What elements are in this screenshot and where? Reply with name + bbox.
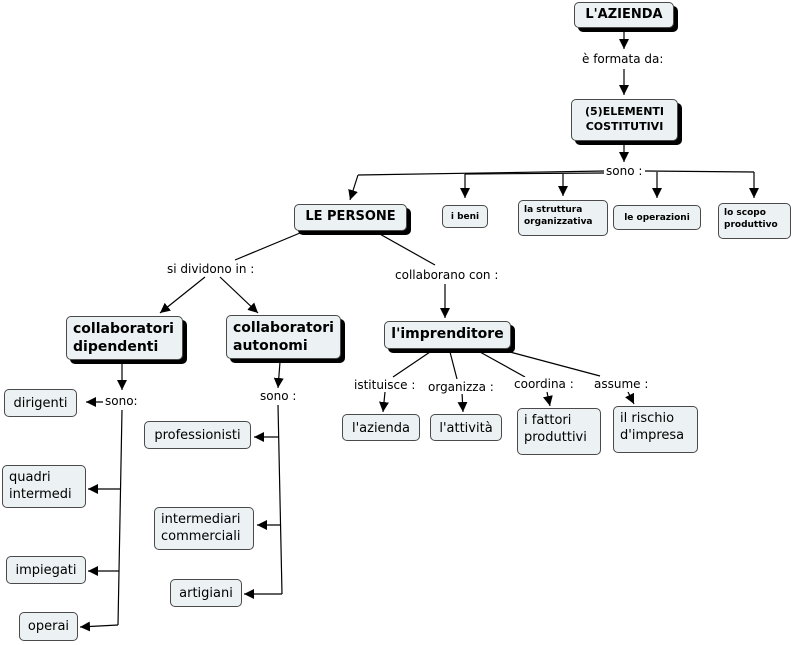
- node-collaboratori-dipendenti[interactable]: collaboratori dipendenti: [66, 316, 183, 360]
- node-i-beni[interactable]: i beni: [442, 205, 488, 228]
- dipendenti-line-1: collaboratori: [73, 321, 174, 337]
- elementi-line-1: (5)ELEMENTI: [584, 105, 664, 118]
- node-imprenditore[interactable]: l'imprenditore: [384, 321, 511, 349]
- node-fattori-produttivi[interactable]: i fattori produttivi: [517, 408, 601, 455]
- label-sono-autonomi: sono :: [258, 389, 299, 403]
- rischio-line-1: il rischio: [620, 411, 675, 426]
- node-azienda[interactable]: L'AZIENDA: [574, 2, 674, 28]
- node-impiegati[interactable]: impiegati: [6, 556, 86, 584]
- quadri-line-1: quadri: [9, 470, 51, 485]
- intermediari-line-1: intermediari: [161, 512, 241, 527]
- node-l-attivita[interactable]: l'attività: [430, 414, 502, 441]
- scopo-line-2: produttivo: [724, 220, 778, 230]
- node-dirigenti[interactable]: dirigenti: [4, 389, 77, 417]
- quadri-line-2: intermedi: [9, 487, 72, 502]
- dipendenti-line-2: dipendenti: [73, 339, 159, 355]
- node-le-operazioni[interactable]: le operazioni: [613, 205, 701, 230]
- label-istituisce: istituisce :: [352, 378, 418, 392]
- rischio-line-2: d'impresa: [620, 428, 685, 443]
- autonomi-line-1: collaboratori: [233, 320, 334, 336]
- label-coordina: coordina :: [512, 377, 576, 391]
- label-sono-dipendenti: sono:: [103, 394, 140, 408]
- label-organizza: organizza :: [426, 380, 496, 394]
- node-quadri-intermedi[interactable]: quadri intermedi: [2, 465, 86, 508]
- struttura-line-1: la struttura: [524, 205, 583, 215]
- label-collaborano: collaborano con :: [393, 268, 501, 282]
- intermediari-line-2: commerciali: [161, 529, 241, 544]
- autonomi-line-2: autonomi: [233, 338, 308, 354]
- node-scopo-produttivo[interactable]: lo scopo produttivo: [718, 203, 791, 239]
- fattori-line-2: produttivi: [524, 430, 587, 445]
- node-intermediari-commerciali[interactable]: intermediari commerciali: [154, 507, 254, 550]
- node-operai[interactable]: operai: [19, 612, 78, 641]
- node-struttura-organizzativa[interactable]: la struttura organizzativa: [518, 200, 608, 236]
- node-le-persone[interactable]: LE PERSONE: [294, 204, 407, 231]
- struttura-line-2: organizzativa: [524, 217, 593, 227]
- node-l-azienda[interactable]: l'azienda: [342, 414, 420, 441]
- label-sono-elementi: sono :: [604, 164, 645, 178]
- node-artigiani[interactable]: artigiani: [170, 579, 242, 607]
- label-assume: assume :: [592, 377, 651, 391]
- node-rischio-impresa[interactable]: il rischio d'impresa: [613, 406, 698, 453]
- label-dividono: si dividono in :: [165, 262, 257, 276]
- elementi-line-2: COSTITUTIVI: [585, 120, 664, 133]
- node-collaboratori-autonomi[interactable]: collaboratori autonomi: [226, 315, 341, 359]
- node-professionisti[interactable]: professionisti: [144, 421, 251, 449]
- label-formata: è formata da:: [580, 52, 666, 66]
- fattori-line-1: i fattori: [524, 413, 572, 428]
- node-elementi-costitutivi[interactable]: (5)ELEMENTI COSTITUTIVI: [571, 99, 678, 141]
- scopo-line-1: lo scopo: [724, 208, 766, 218]
